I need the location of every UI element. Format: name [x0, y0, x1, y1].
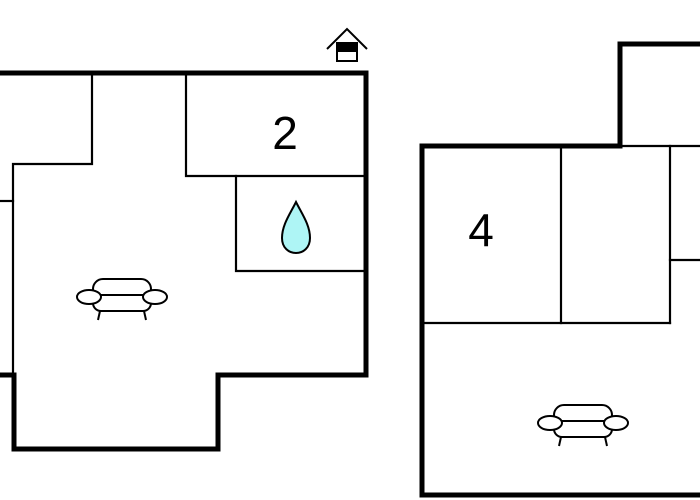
- interior-walls: [420, 144, 700, 325]
- exterior-wall: [419, 41, 700, 498]
- exterior-wall: [0, 70, 369, 452]
- sofa-icon: [76, 278, 168, 321]
- right-unit: [419, 41, 700, 498]
- room-label-4: 4: [468, 204, 494, 256]
- interior-walls: [0, 71, 368, 377]
- water-drop-icon: [280, 199, 312, 255]
- sofa-icon: [537, 404, 629, 447]
- house-entrance-icon: [326, 27, 368, 62]
- room-label-2: 2: [272, 107, 298, 159]
- left-unit: [0, 70, 369, 452]
